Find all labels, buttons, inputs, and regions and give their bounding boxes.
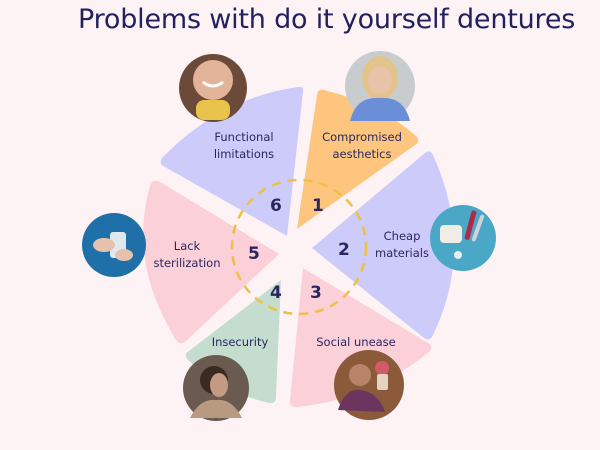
segment-number-1: 1 — [312, 196, 324, 216]
segment-label-1: Compromised aesthetics — [316, 129, 408, 163]
label-line: Insecurity — [211, 335, 269, 349]
segment-label-2: Cheap materials — [372, 228, 432, 262]
segment-number-6: 6 — [270, 196, 282, 216]
segment-1-compromised-aesthetics — [297, 89, 419, 229]
segment-label-3: Social unease — [310, 334, 402, 351]
label-line: sterilization — [153, 256, 221, 270]
page-title: Problems with do it yourself dentures — [78, 4, 576, 35]
segment-label-6: Functional limitations — [204, 129, 284, 163]
segment-5-lack-sterilization — [143, 180, 279, 344]
label-line: materials — [375, 246, 429, 260]
segment-label-4: Insecurity — [204, 334, 276, 351]
segment-number-2: 2 — [338, 240, 350, 260]
segment-label-5: Lack sterilization — [147, 238, 227, 272]
label-line: Social unease — [316, 335, 396, 349]
label-line: Functional — [214, 130, 274, 144]
label-line: Cheap — [383, 229, 421, 243]
smiling-woman-photo — [179, 54, 247, 122]
label-line: Lack — [173, 239, 201, 253]
segment-2-cheap-materials — [312, 151, 454, 340]
segment-6-functional-limitations — [160, 86, 304, 236]
sanitizer-hands-photo — [82, 213, 146, 277]
label-line: Compromised — [322, 130, 402, 144]
person-hiding-face-photo — [183, 355, 249, 421]
label-line: limitations — [213, 147, 275, 161]
label-line: aesthetics — [332, 147, 392, 161]
woman-covering-face-photo — [345, 51, 415, 121]
man-with-flowers-photo — [334, 350, 404, 420]
dental-tools-photo — [430, 205, 496, 271]
segment-number-4: 4 — [270, 283, 282, 303]
segment-number-5: 5 — [248, 244, 260, 264]
segment-number-3: 3 — [310, 283, 322, 303]
dashed-ring — [230, 178, 368, 316]
